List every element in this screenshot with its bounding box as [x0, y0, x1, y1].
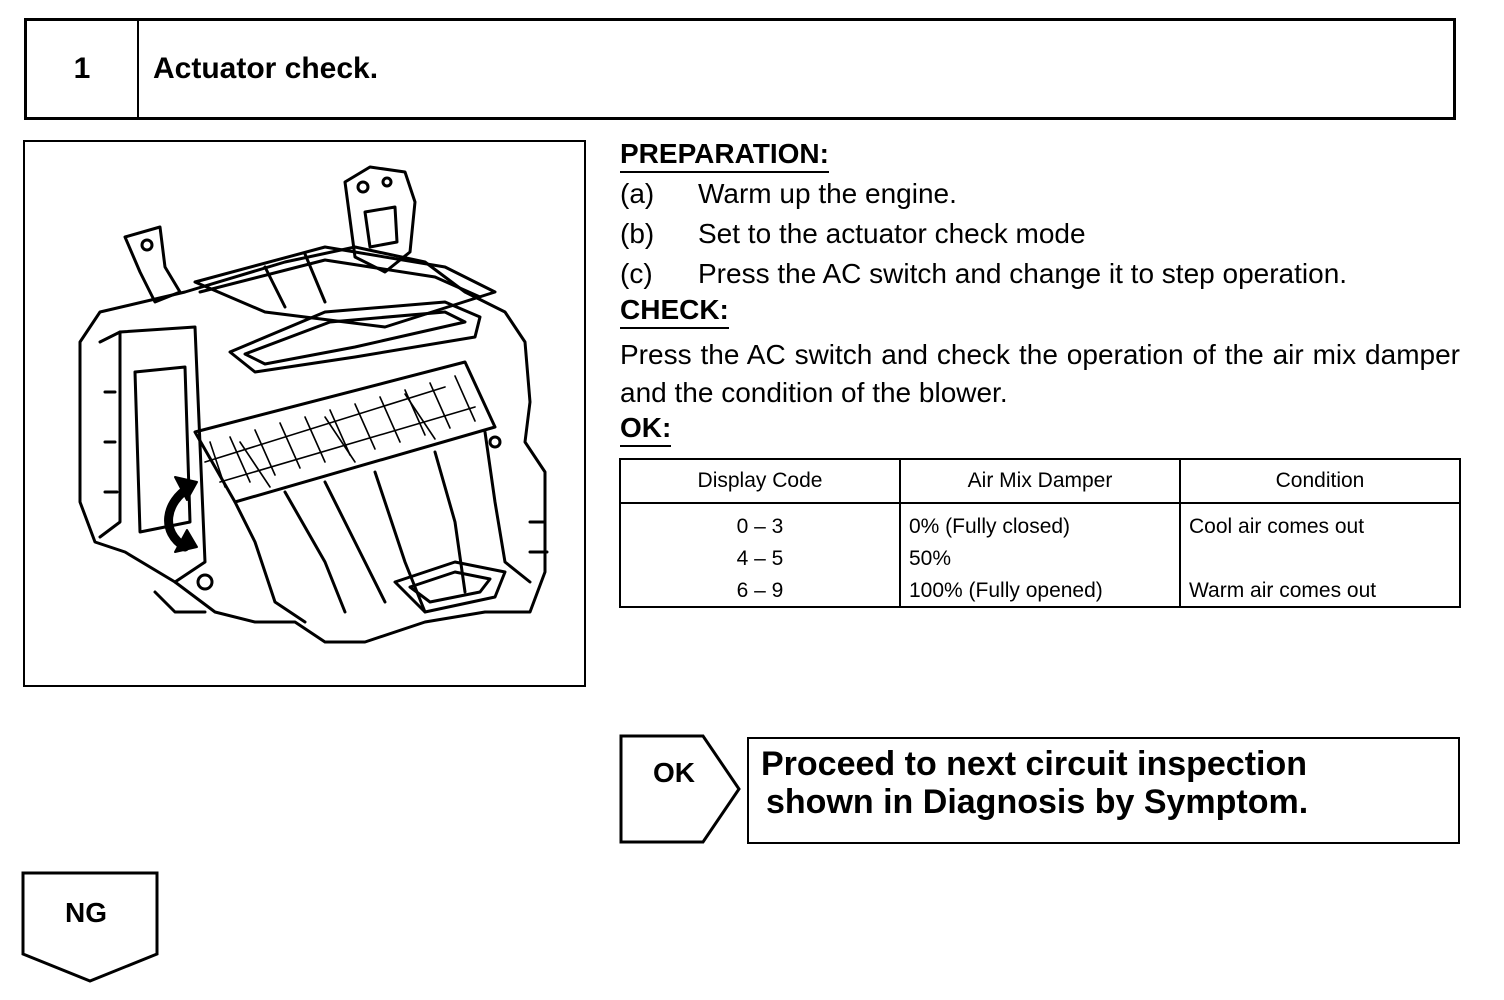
item-text: Warm up the engine. [698, 178, 957, 209]
ok-result-box: Proceed to next circuit inspection shown… [747, 737, 1460, 844]
ng-arrow-shape [21, 871, 159, 983]
preparation-heading: PREPARATION: [620, 138, 829, 173]
check-heading: CHECK: [620, 294, 729, 329]
ng-label: NG [65, 897, 107, 928]
column-header-display-code: Display Code [697, 469, 823, 492]
table-cell-display-code: 0 – 3 [736, 515, 784, 538]
column-divider [899, 460, 901, 606]
step-title: Actuator check. [153, 52, 379, 85]
item-marker: (a) [620, 178, 655, 209]
table-cell-condition: Warm air comes out [1189, 579, 1377, 602]
table-header-row [621, 460, 1459, 504]
step-header: 1 Actuator check. [24, 18, 1456, 120]
ok-arrow-shape [619, 734, 741, 844]
heater-unit-illustration [23, 140, 586, 687]
table-cell-air-mix-damper: 100% (Fully opened) [909, 579, 1103, 602]
table-cell-display-code: 4 – 5 [736, 547, 784, 570]
ok-result-line: Proceed to next circuit inspection [761, 745, 1308, 783]
ok-label: OK [653, 757, 695, 788]
item-marker: (b) [620, 218, 655, 249]
table-cell-air-mix-damper: 50% [909, 547, 952, 570]
item-text: Set to the actuator check mode [698, 218, 1086, 249]
ok-heading: OK: [620, 412, 672, 447]
column-header-air-mix-damper: Air Mix Damper [967, 469, 1113, 492]
step-number: 1 [27, 21, 139, 117]
column-divider [1179, 460, 1181, 606]
item-text: Press the AC switch and change it to ste… [698, 258, 1348, 289]
heater-unit-drawing [78, 165, 549, 644]
check-text: Press the AC switch and check the operat… [620, 339, 1460, 408]
ok-criteria-table: Display Code Air Mix Damper Condition 0 … [619, 458, 1461, 608]
column-header-condition: Condition [1275, 469, 1365, 492]
curved-double-arrow-icon [164, 476, 198, 553]
preparation-item: (b) Set to the actuator check mode [620, 218, 1086, 250]
ok-result-line: shown in Diagnosis by Symptom. [766, 783, 1309, 821]
preparation-item: (c) Press the AC switch and change it to … [620, 258, 1347, 290]
item-marker: (c) [620, 258, 653, 289]
table-cell-display-code: 6 – 9 [736, 579, 784, 602]
table-cell-air-mix-damper: 0% (Fully closed) [909, 515, 1071, 538]
preparation-item: (a) Warm up the engine. [620, 178, 957, 210]
table-cell-condition: Cool air comes out [1189, 515, 1365, 538]
